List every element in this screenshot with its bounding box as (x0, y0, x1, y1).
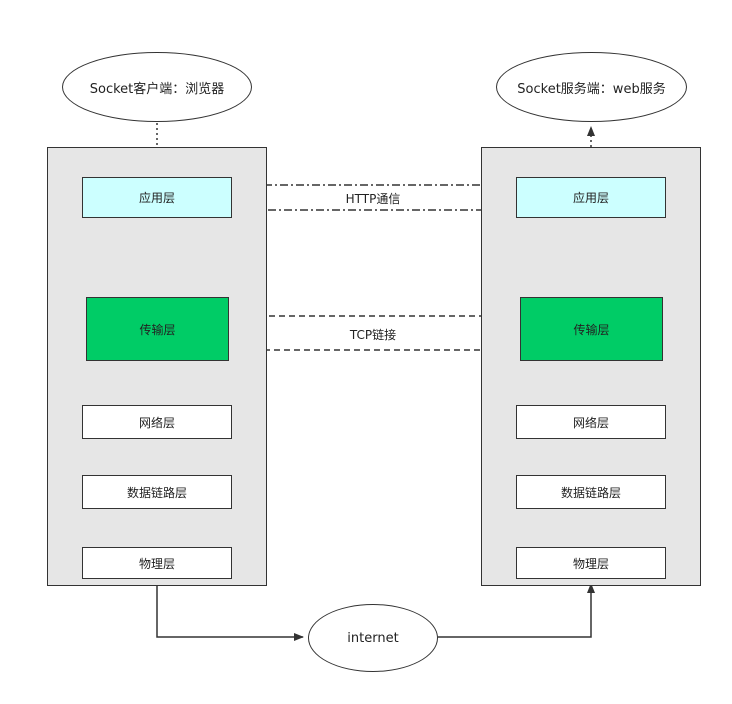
client-title: Socket客户端：浏览器 (89, 81, 225, 97)
client-application-layer-label: 应用层 (138, 191, 175, 205)
client-physical-layer-label: 物理层 (138, 556, 175, 571)
http-connection-label: HTTP通信 (345, 192, 401, 206)
client-network-layer-label: 网络层 (138, 415, 175, 430)
client-transport-layer: 传输层 (86, 297, 229, 361)
server-network-layer-label: 网络层 (572, 415, 609, 430)
client-application-layer: 应用层 (82, 177, 232, 218)
internet-label: internet (347, 630, 399, 646)
client-panel (47, 147, 267, 586)
server-title: Socket服务端：web服务 (517, 81, 666, 97)
server-physical-layer-label: 物理层 (572, 556, 609, 571)
internet-ellipse: internet (308, 604, 438, 672)
server-datalink-layer: 数据链路层 (516, 475, 666, 509)
server-application-layer: 应用层 (516, 177, 666, 218)
server-ellipse: Socket服务端：web服务 (496, 52, 687, 122)
server-datalink-layer-label: 数据链路层 (560, 485, 621, 500)
client-datalink-layer: 数据链路层 (82, 475, 232, 509)
server-network-layer: 网络层 (516, 405, 666, 439)
server-transport-layer: 传输层 (520, 297, 663, 361)
client-ellipse: Socket客户端：浏览器 (62, 52, 252, 122)
server-transport-layer-label: 传输层 (573, 322, 610, 337)
client-transport-layer-label: 传输层 (139, 322, 176, 337)
tcp-connection-label: TCP链接 (349, 328, 397, 342)
server-panel (481, 147, 701, 586)
server-application-layer-label: 应用层 (572, 191, 609, 205)
physical-to-internet-edge (156, 579, 304, 641)
client-physical-layer: 物理层 (82, 547, 232, 579)
internet-to-server-physical-edge (438, 583, 595, 638)
client-datalink-layer-label: 数据链路层 (126, 485, 187, 500)
client-network-layer: 网络层 (82, 405, 232, 439)
server-physical-layer: 物理层 (516, 547, 666, 579)
